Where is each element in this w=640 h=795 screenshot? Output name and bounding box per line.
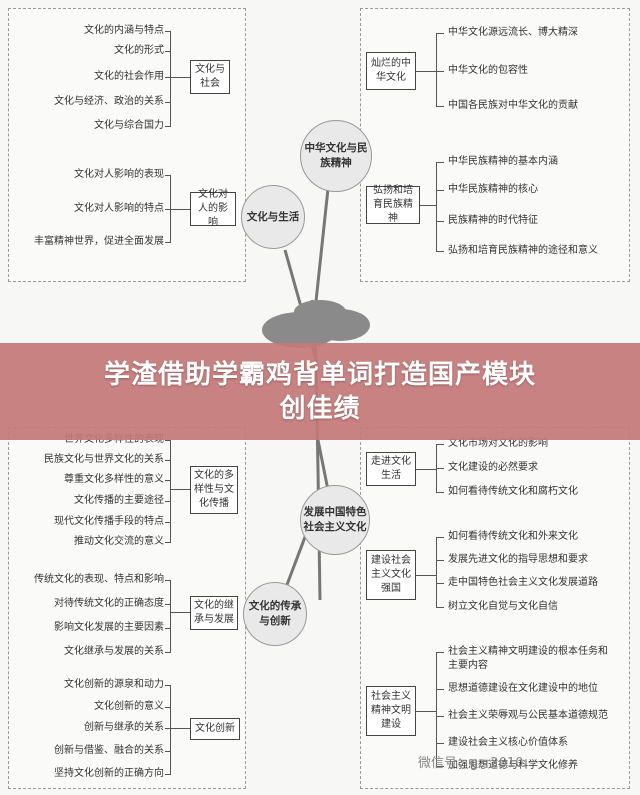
leaf: 加强思想道德与科学文化修养 bbox=[448, 760, 578, 771]
leaf: 文化创新的意义 bbox=[94, 701, 164, 712]
leaf: 如何看待传统文化和外来文化 bbox=[448, 531, 578, 542]
leaf: 坚持文化创新的正确方向 bbox=[54, 768, 164, 779]
headline-banner: 学渣借助学霸鸡背单词打造国产模块 创佳绩 bbox=[0, 343, 640, 440]
node-spiritual-civilization: 社会主义精神文明建设 bbox=[366, 686, 416, 736]
leaf: 中华文化源远流长、博大精深 bbox=[448, 27, 578, 38]
leaf: 创新与借鉴、融合的关系 bbox=[54, 745, 164, 756]
leaf: 中华民族精神的核心 bbox=[448, 184, 538, 195]
leaf: 社会主义精神文明建设的根本任务和主要内容 bbox=[448, 646, 608, 671]
leaf: 影响文化发展的主要因素 bbox=[54, 622, 164, 633]
leaf: 中华文化的包容性 bbox=[448, 65, 528, 76]
leaf: 文化传播的主要途径 bbox=[74, 495, 164, 506]
node-diversity: 文化的多样性与文化传播 bbox=[190, 466, 238, 514]
leaf: 对待传统文化的正确态度 bbox=[54, 598, 164, 609]
leaf: 文化与综合国力 bbox=[94, 120, 164, 131]
node-innovation: 文化创新 bbox=[190, 718, 240, 740]
leaf: 民族精神的时代特征 bbox=[448, 215, 538, 226]
panel-top-right bbox=[360, 8, 630, 282]
center-chinese-culture: 中华文化与民族精神 bbox=[300, 120, 372, 192]
leaf: 文化与经济、政治的关系 bbox=[54, 96, 164, 107]
leaf: 中华民族精神的基本内涵 bbox=[448, 156, 558, 167]
leaf: 中国各民族对中华文化的贡献 bbox=[448, 100, 578, 111]
leaf: 思想道德建设在文化建设中的地位 bbox=[448, 683, 598, 694]
node-culture-power: 建设社会主义文化强国 bbox=[366, 550, 416, 600]
leaf: 丰富精神世界，促进全面发展 bbox=[34, 236, 164, 247]
leaf: 走中国特色社会主义文化发展道路 bbox=[448, 577, 598, 588]
node-culture-influence: 文化对人的影响 bbox=[190, 189, 236, 228]
node-brilliant-culture: 灿烂的中华文化 bbox=[366, 52, 416, 90]
node-inherit-develop: 文化的继承与发展 bbox=[190, 596, 238, 630]
leaf: 文化继承与发展的关系 bbox=[64, 646, 164, 657]
center-socialist-culture: 发展中国特色社会主义文化 bbox=[300, 485, 370, 555]
leaf: 文化的内涵与特点 bbox=[84, 25, 164, 36]
leaf: 尊重文化多样性的意义 bbox=[64, 474, 164, 485]
leaf: 文化建设的必然要求 bbox=[448, 462, 538, 473]
leaf: 树立文化自觉与文化自信 bbox=[448, 601, 558, 612]
headline-line-2: 创佳绩 bbox=[279, 393, 361, 424]
panel-top-left bbox=[8, 8, 246, 282]
leaf: 传统文化的表现、特点和影响 bbox=[34, 574, 164, 585]
leaf: 现代文化传播手段的特点 bbox=[54, 516, 164, 527]
leaf: 建设社会主义核心价值体系 bbox=[448, 737, 568, 748]
leaf: 文化对人影响的特点 bbox=[74, 203, 164, 214]
leaf: 文化创新的源泉和动力 bbox=[64, 679, 164, 690]
leaf: 创新与继承的关系 bbox=[84, 722, 164, 733]
headline-line-1: 学渣借助学霸鸡背单词打造国产模块 bbox=[103, 359, 536, 390]
node-culture-society: 文化与社会 bbox=[190, 60, 230, 94]
node-national-spirit: 弘扬和培育民族精神 bbox=[366, 185, 420, 224]
leaf: 文化的形式 bbox=[114, 45, 164, 56]
watermark: 微信号：gzr2010 bbox=[418, 756, 524, 771]
leaf: 文化对人影响的表现 bbox=[74, 169, 164, 180]
leaf: 民族文化与世界文化的关系 bbox=[44, 454, 164, 465]
tree-crown bbox=[262, 300, 370, 348]
center-inherit-innovate: 文化的传承与创新 bbox=[243, 582, 307, 646]
leaf: 如何看待传统文化和腐朽文化 bbox=[448, 486, 578, 497]
leaf: 社会主义荣辱观与公民基本道德规范 bbox=[448, 710, 608, 721]
center-culture-life: 文化与生活 bbox=[241, 185, 305, 249]
branch-chinese-culture bbox=[312, 169, 332, 321]
leaf: 弘扬和培育民族精神的途径和意义 bbox=[448, 245, 598, 256]
node-enter-life: 走进文化生活 bbox=[366, 452, 416, 486]
leaf: 文化的社会作用 bbox=[94, 71, 164, 82]
leaf: 发展先进文化的指导思想和要求 bbox=[448, 554, 588, 565]
leaf: 文化市场对文化的影响 bbox=[448, 438, 548, 449]
leaf: 推动文化交流的意义 bbox=[74, 536, 164, 547]
